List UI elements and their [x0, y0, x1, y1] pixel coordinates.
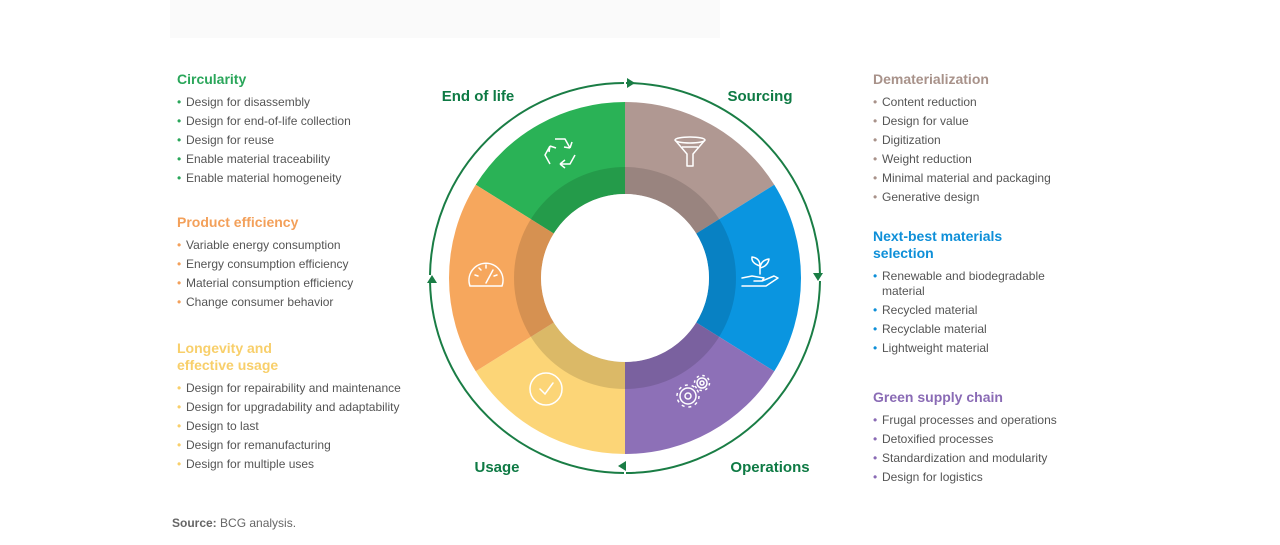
- segment-operations: [625, 322, 775, 454]
- list-item: •Frugal processes and operations: [873, 413, 1057, 427]
- list-item: •Design for logistics: [873, 470, 983, 484]
- arrow-head-icon: [427, 275, 437, 283]
- list-item: •Change consumer behavior: [177, 295, 334, 309]
- ring-segments: [449, 102, 801, 454]
- list-item: •Design for disassembly: [177, 95, 311, 109]
- list-item: •Design for value: [873, 114, 969, 128]
- next-best-materials-list: •Renewable and biodegradable material •R…: [873, 269, 1063, 356]
- list-item: •Weight reduction: [873, 152, 972, 166]
- gauge-icon: [468, 262, 504, 287]
- list-item: •Lightweight material: [873, 341, 989, 355]
- list-item: •Recycled material: [873, 303, 978, 317]
- list-item: •Design for upgradability and adaptabili…: [177, 400, 400, 414]
- arrow-arc-top-right: [625, 82, 821, 276]
- dematerialization-group: Dematerialization •Content reduction •De…: [873, 71, 1093, 209]
- clock-icon: [529, 372, 563, 406]
- header-background-band: [170, 0, 720, 38]
- list-item: •Design for remanufacturing: [177, 438, 331, 452]
- plant-hand-icon: [741, 256, 779, 287]
- arrow-head-icon: [813, 273, 823, 281]
- circularity-group: Circularity •Design for disassembly •Des…: [177, 71, 417, 190]
- cycle-arrows: [427, 78, 823, 474]
- funnel-icon: [674, 136, 706, 167]
- dematerialization-list: •Content reduction •Design for value •Di…: [873, 95, 1093, 205]
- list-item: •Detoxified processes: [873, 432, 994, 446]
- product-efficiency-list: •Variable energy consumption •Energy con…: [177, 238, 417, 310]
- list-item: •Generative design: [873, 190, 980, 204]
- group-title: Circularity: [177, 71, 247, 87]
- list-item: •Enable material homogeneity: [177, 171, 342, 185]
- recycle-icon: [544, 138, 576, 169]
- next-best-materials-group: Next-best materials selection •Renewable…: [873, 228, 1063, 360]
- longevity-list: •Design for repairability and maintenanc…: [177, 381, 417, 472]
- list-item: •Content reduction: [873, 95, 977, 109]
- segment-next-best-materials: [696, 184, 801, 372]
- list-item: •Design for multiple uses: [177, 457, 315, 471]
- list-item: •Minimal material and packaging: [873, 171, 1051, 185]
- group-title: Product efficiency: [177, 214, 299, 230]
- inner-band: [514, 167, 736, 389]
- segment-usage: [475, 322, 625, 454]
- source-text: BCG analysis.: [220, 516, 297, 530]
- list-item: •Design for repairability and maintenanc…: [177, 381, 401, 395]
- source-prefix: Source:: [172, 516, 217, 530]
- stage-label-end-of-life: End of life: [442, 88, 515, 105]
- source-note: Source: BCG analysis.: [172, 516, 296, 530]
- arrow-head-icon: [618, 461, 626, 471]
- list-item: •Energy consumption efficiency: [177, 257, 349, 271]
- stage-label-sourcing: Sourcing: [727, 88, 792, 105]
- group-title: Dematerialization: [873, 71, 989, 87]
- circularity-list: •Design for disassembly •Design for end-…: [177, 95, 417, 186]
- center-hole: [541, 194, 709, 362]
- list-item: •Design for end-of-life collection: [177, 114, 351, 128]
- list-item: •Design to last: [177, 419, 259, 433]
- list-item: •Enable material traceability: [177, 152, 331, 166]
- arrow-arc-top-left: [429, 82, 625, 276]
- list-item: •Standardization and modularity: [873, 451, 1048, 465]
- list-item: •Variable energy consumption: [177, 238, 341, 252]
- product-efficiency-group: Product efficiency •Variable energy cons…: [177, 214, 417, 314]
- list-item: •Renewable and biodegradable material: [873, 269, 1045, 298]
- list-item: •Digitization: [873, 133, 941, 147]
- segment-sourcing: [625, 102, 775, 234]
- stage-label-operations: Operations: [730, 459, 809, 476]
- group-title: Green supply chain: [873, 389, 1003, 405]
- arrow-head-icon: [627, 78, 635, 88]
- list-item: •Material consumption efficiency: [177, 276, 354, 290]
- segment-end-of-life: [475, 102, 625, 234]
- green-supply-chain-group: Green supply chain •Frugal processes and…: [873, 389, 1093, 489]
- list-item: •Recyclable material: [873, 322, 987, 336]
- longevity-group: Longevity and effective usage •Design fo…: [177, 340, 417, 476]
- segment-product-efficiency: [449, 184, 554, 372]
- stage-label-usage: Usage: [474, 459, 519, 476]
- group-title: Next-best materials selection: [873, 228, 1003, 261]
- arrow-arc-bottom-right: [625, 280, 821, 474]
- gears-icon: [676, 374, 711, 408]
- green-supply-chain-list: •Frugal processes and operations •Detoxi…: [873, 413, 1093, 485]
- list-item: •Design for reuse: [177, 133, 275, 147]
- group-title: Longevity and effective usage: [177, 340, 279, 373]
- arrow-arc-bottom-left: [429, 280, 625, 474]
